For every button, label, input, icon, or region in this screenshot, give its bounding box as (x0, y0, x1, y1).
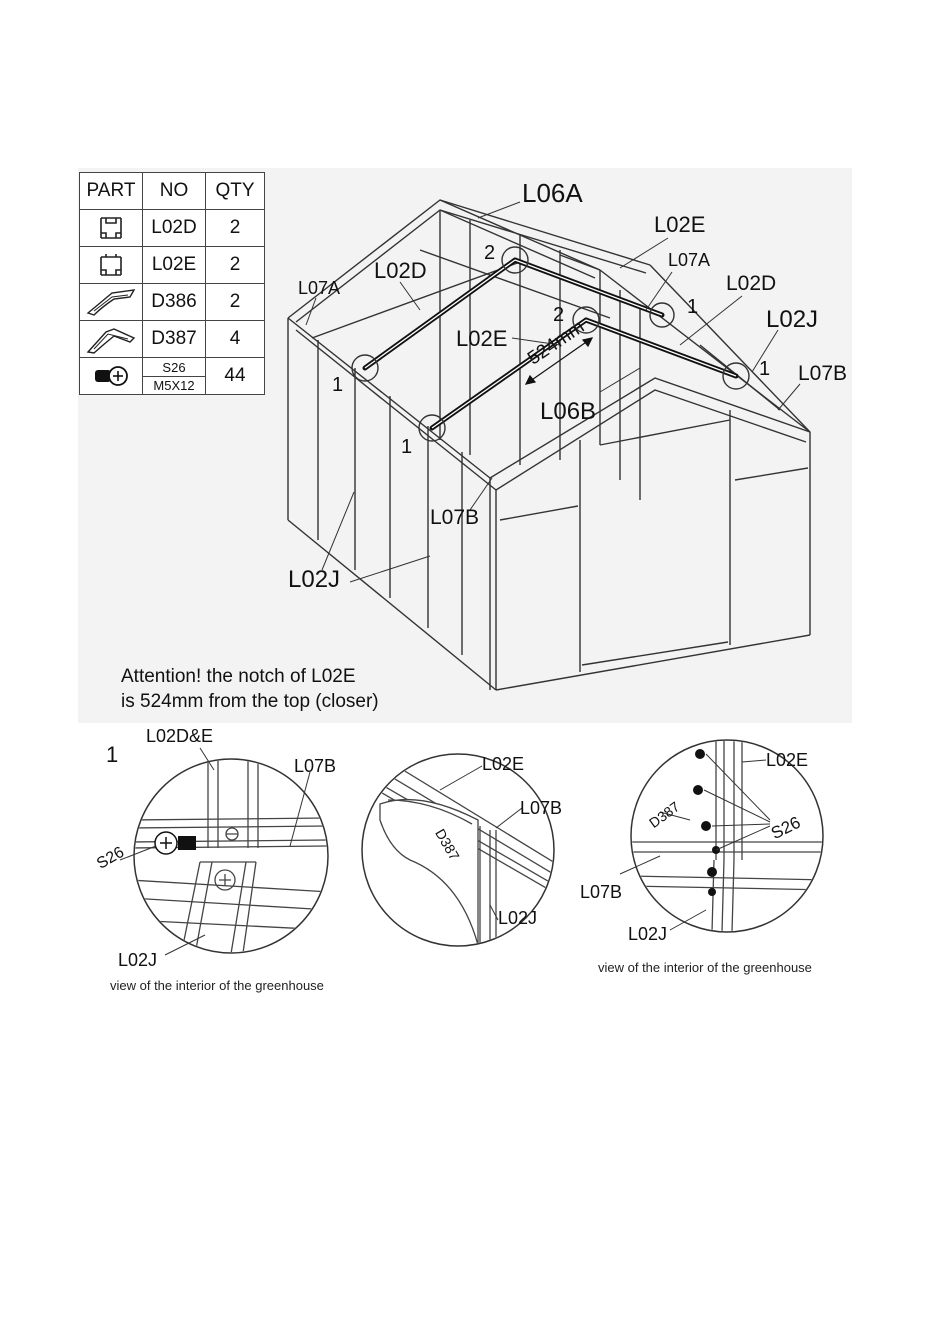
label-l06a: L06A (522, 178, 583, 208)
detail-3-label-l02e: L02E (766, 750, 809, 770)
part-no: L02D (142, 209, 206, 247)
label-l02j-right: L02J (766, 306, 819, 333)
label-joint-2b: 2 (553, 304, 565, 326)
screw-icon-graphic (95, 366, 128, 386)
table-row: L02D 2 (79, 209, 265, 247)
detail-1-label-l02j: L02J (118, 950, 158, 970)
screw-code: S26 (162, 359, 186, 375)
label-joint-1b: 1 (401, 436, 413, 458)
table-row: L02E 2 (79, 246, 265, 284)
label-joint-1a: 1 (332, 374, 344, 396)
detail-3-label-l02j: L02J (628, 924, 668, 944)
label-joint-2a: 2 (484, 242, 496, 264)
label-l07a-left: L07A (298, 278, 341, 298)
label-l07b-right: L07B (798, 362, 848, 385)
label-l02j-bottom: L02J (288, 566, 341, 593)
part-qty: 44 (205, 357, 265, 395)
profile-bar-icon-graphic (100, 254, 122, 276)
detail-1-caption: view of the interior of the greenhouse (110, 978, 324, 993)
table-row: S26 M5X12 44 (79, 357, 265, 395)
detail-3-label-l07b: L07B (580, 882, 623, 902)
detail-2-label-l07b: L07B (520, 798, 563, 818)
dimension-524mm (524, 337, 594, 385)
label-l07a-right: L07A (668, 250, 711, 270)
label-l02d-right: L02D (726, 272, 777, 295)
corner-bracket-icon-graphic (86, 289, 136, 316)
part-qty: 4 (205, 320, 265, 358)
screw-size: M5X12 (143, 375, 205, 394)
attention-note: Attention! the notch of L02E is 524mm fr… (121, 664, 379, 714)
table-row: D386 2 (79, 283, 265, 321)
parts-table-header: PART NO QTY (79, 172, 265, 210)
corner-bracket-icon (79, 283, 143, 321)
label-joint-1c: 1 (687, 296, 699, 318)
detail-3-caption: view of the interior of the greenhouse (598, 960, 812, 975)
label-joint-1d: 1 (759, 358, 771, 380)
joint-circles (351, 246, 750, 442)
detail-2-drawing (361, 753, 555, 947)
part-qty: 2 (205, 209, 265, 247)
part-qty: 2 (205, 283, 265, 321)
screws-s26-detail (693, 749, 720, 896)
attention-line-2: is 524mm from the top (closer) (121, 691, 379, 712)
parts-table: PART NO QTY L02D 2 L02E 2 D386 2 (79, 172, 265, 395)
label-l02d-left: L02D (374, 258, 427, 283)
profile-bar-icon (79, 209, 143, 247)
label-l02e-mid: L02E (456, 326, 508, 351)
label-l07b-mid: L07B (430, 506, 480, 529)
part-no: D386 (142, 283, 206, 321)
profile-bar-icon-graphic (100, 217, 122, 239)
screw-icon (79, 357, 143, 395)
corner-bracket-icon (79, 320, 143, 358)
part-no-screw: S26 M5X12 (142, 357, 206, 395)
detail-1-label-l07b: L07B (294, 756, 337, 776)
screw-s26-detail (154, 831, 196, 855)
label-l02e-top: L02E (654, 212, 706, 237)
detail-2-label-l02e: L02E (482, 754, 525, 774)
part-no: L02E (142, 246, 206, 284)
header-qty: QTY (205, 172, 265, 210)
attention-line-1: Attention! the notch of L02E (121, 666, 356, 687)
detail-2-label-l02j: L02J (498, 908, 538, 928)
greenhouse-frame (287, 199, 811, 691)
header-no: NO (142, 172, 206, 210)
profile-bar-icon (79, 246, 143, 284)
detail-1-drawing (119, 747, 329, 956)
corner-bracket-icon-graphic (86, 328, 136, 354)
part-qty: 2 (205, 246, 265, 284)
leader-lines (305, 201, 801, 583)
label-l06b: L06B (540, 398, 597, 425)
table-row: D387 4 (79, 320, 265, 358)
part-no: D387 (142, 320, 206, 358)
detail-1-number: 1 (106, 742, 119, 767)
roof-rafters-highlight (364, 259, 737, 429)
header-part: PART (79, 172, 143, 210)
detail-3-drawing (619, 739, 824, 933)
detail-1-label-l02de: L02D&E (146, 726, 214, 746)
